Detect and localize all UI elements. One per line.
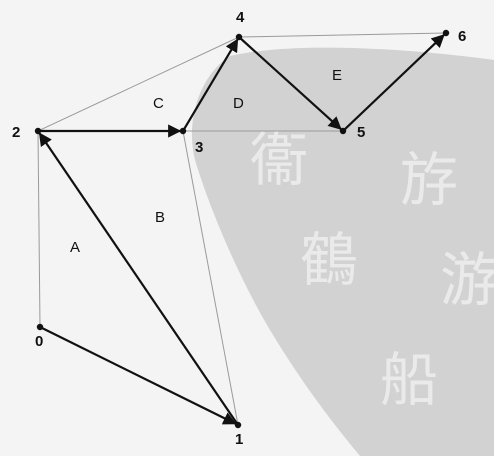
node-dot-1	[234, 421, 242, 429]
edge-arrow-3-4	[182, 38, 239, 132]
node-dot-6	[442, 29, 450, 37]
edge-arrow-0-1	[39, 326, 237, 425]
edge-arrow-4-5	[238, 36, 342, 130]
watermark-seal: 衞 斿 鶴 船 游	[191, 47, 494, 456]
node-label-4: 4	[236, 9, 245, 26]
node-label-1: 1	[235, 431, 243, 448]
edge-arrow-1-2	[38, 132, 239, 426]
edge-line-4-6	[238, 32, 447, 38]
region-label-b: B	[155, 209, 165, 226]
region-label-c: C	[153, 95, 164, 112]
edges-layer	[37, 32, 447, 426]
watermark-shape	[191, 47, 494, 456]
edge-line-2-4	[37, 36, 240, 132]
region-label-d: D	[233, 95, 244, 112]
node-dot-3	[179, 127, 187, 135]
edge-line-0-2	[37, 130, 41, 328]
watermark-glyph: 游	[440, 246, 494, 314]
region-labels: A B C D E	[70, 67, 342, 256]
edge-line-3-1	[182, 130, 239, 426]
node-label-6: 6	[458, 28, 466, 45]
watermark-glyph: 斿	[400, 146, 458, 214]
node-label-5: 5	[357, 124, 365, 141]
edge-arrow-5-6	[342, 34, 445, 132]
node-dot-4	[235, 33, 243, 41]
node-labels: 0 1 2 3 4 5 6	[12, 9, 466, 448]
watermark-glyph: 衞	[250, 126, 308, 194]
node-label-0: 0	[35, 333, 43, 350]
nodes-layer	[34, 29, 450, 429]
node-label-2: 2	[12, 124, 20, 141]
region-label-e: E	[332, 67, 342, 84]
watermark-glyph: 鶴	[300, 226, 358, 294]
node-dot-5	[339, 127, 347, 135]
node-label-3: 3	[195, 139, 203, 156]
node-dot-2	[34, 127, 42, 135]
region-label-a: A	[70, 239, 80, 256]
watermark-glyph: 船	[380, 346, 438, 414]
node-dot-0	[36, 323, 44, 331]
